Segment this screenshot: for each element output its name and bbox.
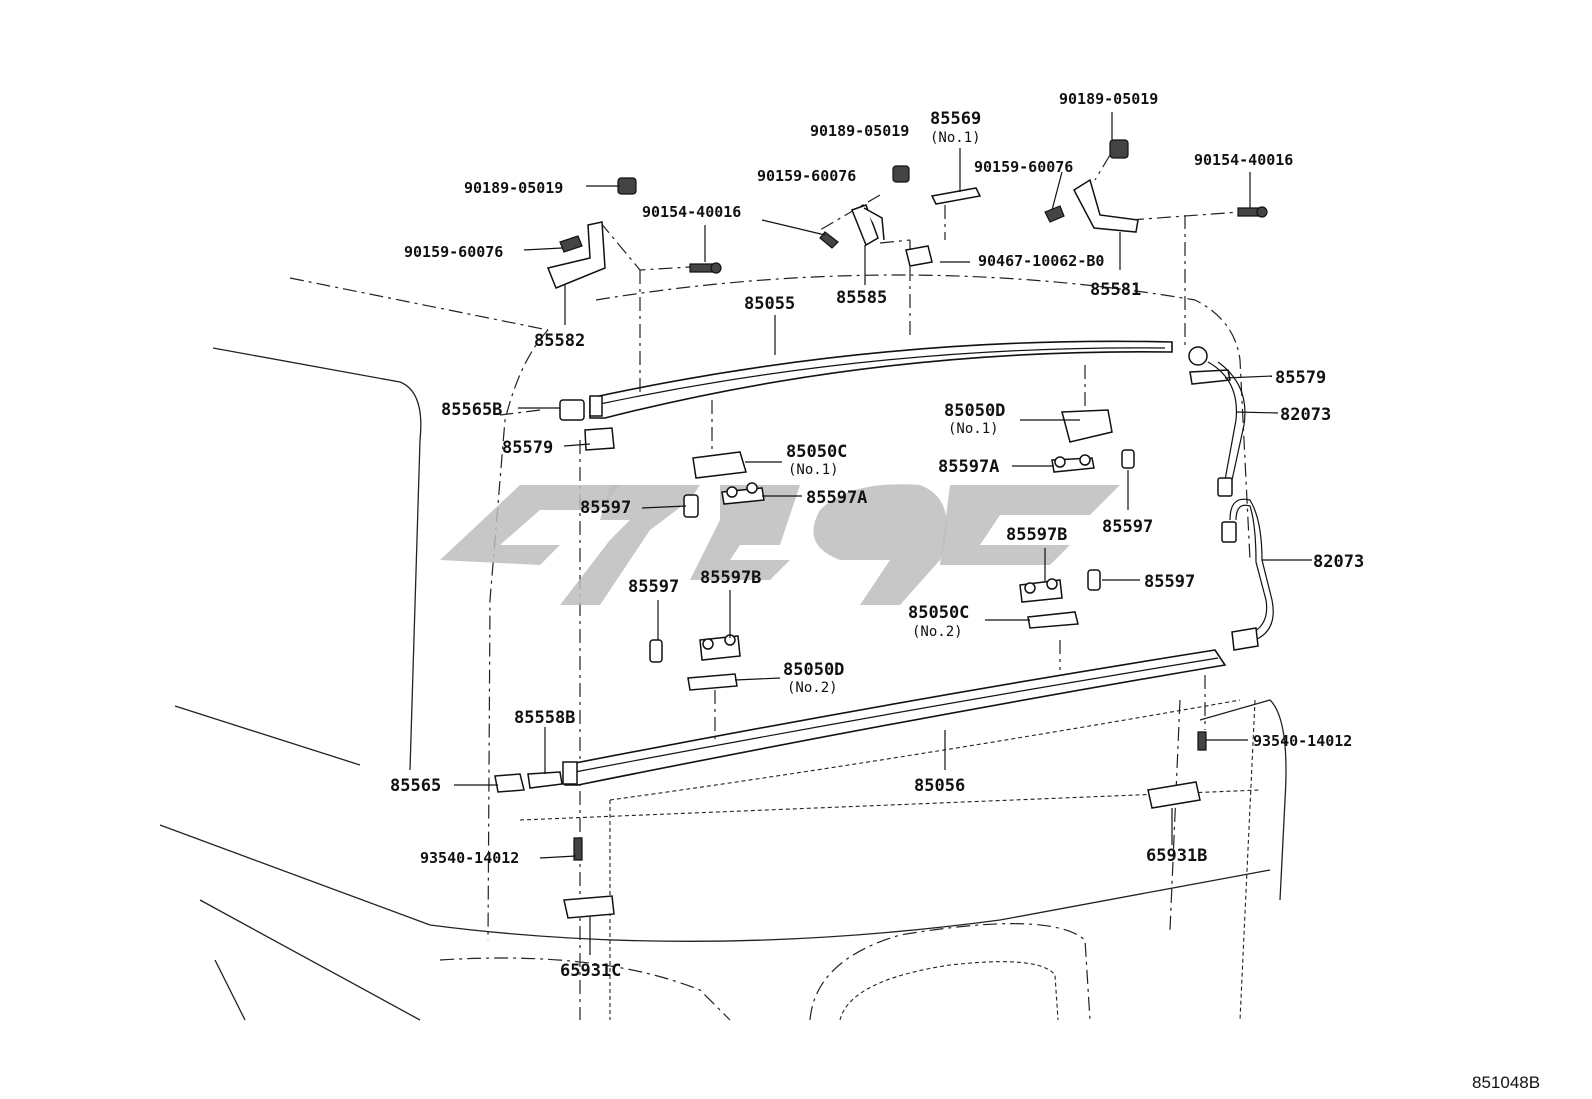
screw-93540-l-icon xyxy=(573,837,583,861)
label-85579-left: 85579 xyxy=(502,438,553,458)
label-85597-left-2: 85597 xyxy=(628,577,679,597)
cover-65931C-icon xyxy=(563,895,615,919)
bracket-85585-icon xyxy=(851,204,885,247)
label-85597A-right: 85597A xyxy=(938,457,999,477)
label-65931B: 65931B xyxy=(1146,846,1207,866)
bracket-85581-icon xyxy=(1073,178,1139,233)
screw-90154-a-icon xyxy=(689,262,722,274)
label-90159-60076-c: 90159-60076 xyxy=(974,158,1073,176)
wire-harness-82073-icon xyxy=(1207,361,1274,651)
end-piece-85558B-icon xyxy=(527,771,563,789)
end-piece-85565B-icon xyxy=(559,399,585,421)
label-85585: 85585 xyxy=(836,288,887,308)
pin-85597-l2-icon xyxy=(649,639,663,663)
label-65931C: 65931C xyxy=(560,961,621,981)
label-90159-60076-a: 90159-60076 xyxy=(404,243,503,261)
cover-85050C-2-icon xyxy=(1027,611,1079,629)
screw-93540-r-icon xyxy=(1197,731,1207,751)
label-90467-10062-b0: 90467-10062-B0 xyxy=(978,252,1104,270)
label-90159-60076-b: 90159-60076 xyxy=(757,167,856,185)
label-85581: 85581 xyxy=(1090,280,1141,300)
support-85597B-r-icon xyxy=(1019,578,1063,603)
label-85597B-left: 85597B xyxy=(700,568,761,588)
label-85565: 85565 xyxy=(390,776,441,796)
bolt-90189-b-icon xyxy=(892,165,910,183)
upper-roof-rail-85055 xyxy=(589,340,1173,419)
bolt-90189-c-icon xyxy=(1109,139,1129,159)
screw-90154-b-icon xyxy=(1237,206,1268,218)
clip-90467-icon xyxy=(905,245,933,267)
label-82073-lower: 82073 xyxy=(1313,552,1364,572)
screw-90159-b-icon xyxy=(819,231,839,249)
diagram-code: 851048B xyxy=(1472,1073,1540,1092)
label-85582: 85582 xyxy=(534,331,585,351)
support-85597A-l-icon xyxy=(721,482,765,505)
label-90189-05019-a: 90189-05019 xyxy=(464,179,563,197)
support-85597A-r-icon xyxy=(1051,454,1095,473)
label-85050C-no1: 85050C xyxy=(786,442,847,462)
vehicle-body-outline xyxy=(159,274,1287,1021)
cover-85050C-1-icon xyxy=(692,451,747,479)
label-85565B: 85565B xyxy=(441,400,502,420)
label-85597-right-2: 85597 xyxy=(1144,572,1195,592)
label-85597B-right: 85597B xyxy=(1006,525,1067,545)
label-90154-40016-a: 90154-40016 xyxy=(642,203,741,221)
label-85050D-no1: 85050D xyxy=(944,401,1005,421)
label-85569: 85569 xyxy=(930,109,981,129)
clip-85579-l-icon xyxy=(584,427,615,451)
label-85569-sub: (No.1) xyxy=(930,130,981,146)
label-85050C-no2-sub: (No.2) xyxy=(912,624,963,640)
part-number-labels: 90189-05019 90159-60076 85582 90154-4001… xyxy=(390,90,1364,981)
bracket-85582-icon xyxy=(546,221,606,289)
label-85050C-no1-sub: (No.1) xyxy=(788,462,839,478)
label-85050D-no1-sub: (No.1) xyxy=(948,421,999,437)
screw-90159-a-icon xyxy=(559,235,583,253)
bolt-90189-a-icon xyxy=(617,177,637,195)
label-85056: 85056 xyxy=(914,776,965,796)
end-piece-85565-icon xyxy=(494,773,525,793)
label-85050C-no2: 85050C xyxy=(908,603,969,623)
fastener-parts xyxy=(494,139,1274,919)
assembly-guide-lines xyxy=(499,154,1241,740)
pad-85569-icon xyxy=(930,187,982,205)
label-85050D-no2-sub: (No.2) xyxy=(787,680,838,696)
callout-leader-lines xyxy=(454,112,1312,955)
clip-85579-r-icon xyxy=(1188,346,1231,385)
pin-85597-l1-icon xyxy=(683,494,699,518)
label-93540-14012-right: 93540-14012 xyxy=(1253,732,1352,750)
label-85597-right-1: 85597 xyxy=(1102,517,1153,537)
pin-85597-r1-icon xyxy=(1121,449,1135,469)
label-93540-14012-left: 93540-14012 xyxy=(420,849,519,867)
screw-90159-c-icon xyxy=(1044,205,1065,223)
support-85597B-l-icon xyxy=(699,634,741,661)
label-85597-left-1: 85597 xyxy=(580,498,631,518)
cover-85050D-1-icon xyxy=(1061,409,1113,443)
pin-85597-r2-icon xyxy=(1087,569,1101,591)
label-90189-05019-c: 90189-05019 xyxy=(1059,90,1158,108)
label-82073-upper: 82073 xyxy=(1280,405,1331,425)
label-85597A-left: 85597A xyxy=(806,488,867,508)
label-90154-40016-b: 90154-40016 xyxy=(1194,151,1293,169)
label-85579-right: 85579 xyxy=(1275,368,1326,388)
cover-85050D-2-icon xyxy=(687,673,738,691)
label-85050D-no2: 85050D xyxy=(783,660,844,680)
lower-roof-rail-85056 xyxy=(562,649,1227,786)
label-85558B: 85558B xyxy=(514,708,575,728)
label-90189-05019-b: 90189-05019 xyxy=(810,122,909,140)
cover-65931B-icon xyxy=(1147,781,1201,809)
label-85055: 85055 xyxy=(744,294,795,314)
watermark-logo xyxy=(440,484,1120,605)
